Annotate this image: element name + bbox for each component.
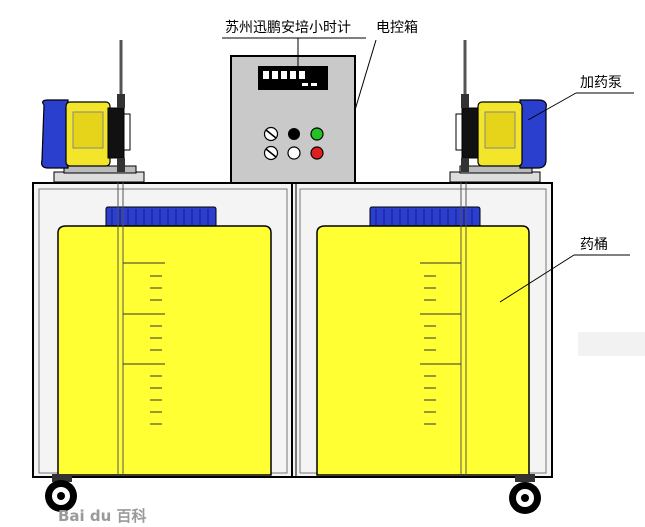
background-patch bbox=[578, 332, 645, 356]
indicator-light-icon bbox=[287, 127, 324, 160]
tank-label: 药桶 bbox=[580, 237, 608, 253]
pump-leader bbox=[527, 92, 577, 121]
wheel-icon bbox=[45, 474, 77, 512]
tank-leader bbox=[499, 254, 575, 303]
dosing-pump-icon bbox=[41, 40, 145, 183]
control-box bbox=[230, 55, 356, 184]
dosing-pump-icon bbox=[449, 40, 547, 183]
control-box-label: 电控箱 bbox=[376, 20, 418, 36]
dosing-pump-label: 加药泵 bbox=[580, 75, 622, 91]
left-tank-level-scale bbox=[123, 262, 165, 425]
left-tank-body bbox=[57, 225, 272, 476]
watermark: Bai du 百科 bbox=[58, 507, 147, 525]
right-tank-body bbox=[316, 225, 530, 476]
right-tank-level-scale bbox=[420, 262, 461, 425]
control-box-leader bbox=[354, 39, 377, 111]
timer-label: 苏州迅鹏安培小时计 bbox=[225, 20, 351, 36]
right-tank bbox=[316, 170, 530, 476]
left-tank bbox=[57, 170, 272, 476]
knob-icon bbox=[263, 126, 279, 161]
wheel-icon bbox=[509, 474, 541, 514]
